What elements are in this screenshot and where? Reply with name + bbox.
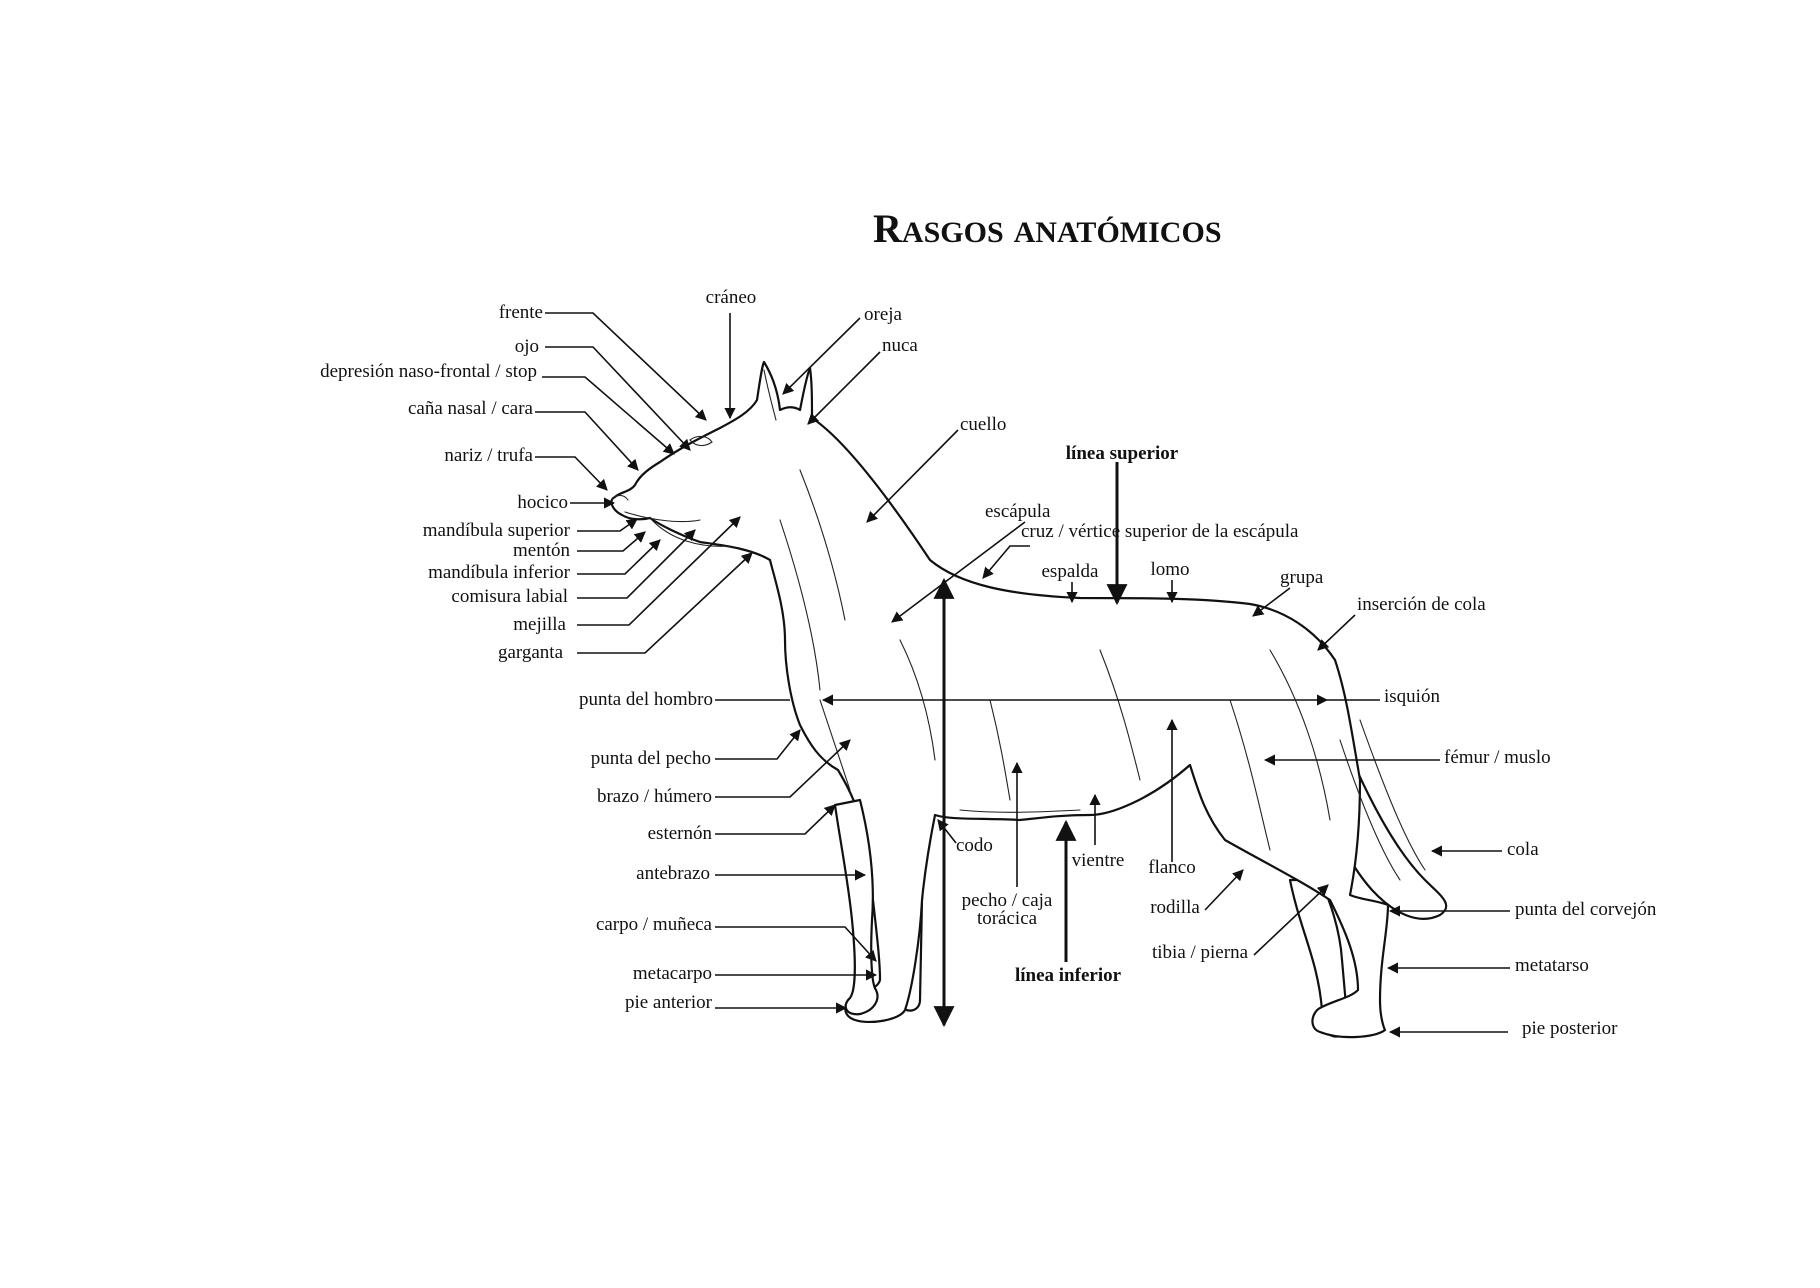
label-femur: fémur / muslo xyxy=(1444,747,1551,768)
label-lomo: lomo xyxy=(1150,559,1189,580)
label-stop: depresión naso-frontal / stop xyxy=(320,361,537,382)
thigh-fur-2 xyxy=(1229,699,1271,851)
chest-fur xyxy=(819,699,851,791)
label-cana-nasal: caña nasal / cara xyxy=(408,398,534,419)
tail-fur-2 xyxy=(1359,719,1426,871)
leader-frente xyxy=(545,312,707,421)
leader-brazo xyxy=(715,739,851,798)
thigh-fur-1 xyxy=(1269,649,1331,821)
label-ojo: ojo xyxy=(515,336,539,357)
label-espalda: espalda xyxy=(1042,561,1100,582)
label-garganta: garganta xyxy=(498,642,564,663)
label-brazo: brazo / húmero xyxy=(597,786,712,807)
leader-codo xyxy=(937,819,957,844)
label-metatarso: metatarso xyxy=(1515,955,1589,976)
mouth-line xyxy=(624,511,701,523)
eye xyxy=(689,435,713,447)
leader-menton xyxy=(577,531,646,552)
label-escapula: escápula xyxy=(985,501,1051,522)
label-mandibula-inferior: mandíbula inferior xyxy=(428,562,571,583)
label-carpo: carpo / muñeca xyxy=(596,914,713,935)
label-comisura: comisura labial xyxy=(451,586,568,607)
label-flanco: flanco xyxy=(1148,857,1195,878)
label-craneo: cráneo xyxy=(706,287,757,308)
label-metacarpo: metacarpo xyxy=(633,963,712,984)
label-cuello: cuello xyxy=(960,414,1006,435)
leader-oreja xyxy=(782,317,861,395)
label-codo: codo xyxy=(956,835,993,856)
leader-ojo xyxy=(545,346,691,451)
neck-fur-2 xyxy=(779,519,821,691)
leader-mejilla xyxy=(577,516,741,626)
leader-mand-inf xyxy=(577,539,661,575)
leader-cana xyxy=(535,411,639,471)
leader-insercion xyxy=(1317,614,1356,651)
rib-fur xyxy=(989,699,1011,801)
label-hocico: hocico xyxy=(517,492,568,513)
label-linea-inferior: línea inferior xyxy=(1015,965,1122,986)
label-antebrazo: antebrazo xyxy=(636,863,710,884)
label-grupa: grupa xyxy=(1280,567,1324,588)
leader-comisura xyxy=(577,529,696,599)
label-mandibula-superior: mandíbula superior xyxy=(423,520,571,541)
label-mejilla: mejilla xyxy=(513,614,566,635)
label-oreja: oreja xyxy=(864,304,903,325)
leader-grupa xyxy=(1252,587,1291,617)
belly-fur xyxy=(959,809,1081,813)
label-pecho-1: pecho / caja xyxy=(962,890,1053,911)
label-pecho-2: torácica xyxy=(977,908,1038,929)
leader-rodilla xyxy=(1204,869,1244,911)
label-menton: mentón xyxy=(513,540,570,561)
label-esternon: esternón xyxy=(648,823,713,844)
label-pie-posterior: pie posterior xyxy=(1522,1018,1618,1039)
ear-inner xyxy=(763,369,777,421)
label-nariz: nariz / trufa xyxy=(444,445,533,466)
leader-tibia xyxy=(1253,884,1329,956)
neck-fur-1 xyxy=(799,469,846,621)
label-punta-pecho: punta del pecho xyxy=(591,748,711,769)
leader-esternon xyxy=(715,804,836,835)
leader-punta-pecho xyxy=(715,729,801,760)
flank-fur xyxy=(1099,649,1141,781)
label-cruz: cruz / vértice superior de la escápula xyxy=(1021,521,1299,542)
leader-escapula xyxy=(891,521,1026,623)
label-vientre: vientre xyxy=(1072,850,1125,871)
label-isquion: isquión xyxy=(1384,686,1440,707)
label-pie-anterior: pie anterior xyxy=(625,992,713,1013)
leader-nuca xyxy=(807,351,881,425)
diagram-title: RASGOS ANATÓMICOS xyxy=(873,206,1222,251)
label-tibia: tibia / pierna xyxy=(1152,942,1249,963)
label-nuca: nuca xyxy=(882,335,918,356)
label-frente: frente xyxy=(499,302,543,323)
label-insercion-cola: inserción de cola xyxy=(1357,594,1486,615)
labels: cráneo frente oreja ojo nuca depresión n… xyxy=(320,287,1657,1039)
label-punta-corvejon: punta del corvejón xyxy=(1515,899,1657,920)
label-punta-hombro: punta del hombro xyxy=(579,689,713,710)
label-cola: cola xyxy=(1507,839,1539,860)
leader-mand-sup xyxy=(577,518,638,532)
leader-garganta xyxy=(577,552,753,654)
label-linea-superior: línea superior xyxy=(1066,443,1179,464)
leader-cuello xyxy=(866,429,959,523)
leader-cruz xyxy=(982,545,1030,579)
label-rodilla: rodilla xyxy=(1150,897,1200,918)
leader-lines xyxy=(535,312,1510,1038)
leader-carpo xyxy=(715,926,877,962)
leader-stop xyxy=(542,376,675,455)
leader-nariz xyxy=(535,456,608,491)
